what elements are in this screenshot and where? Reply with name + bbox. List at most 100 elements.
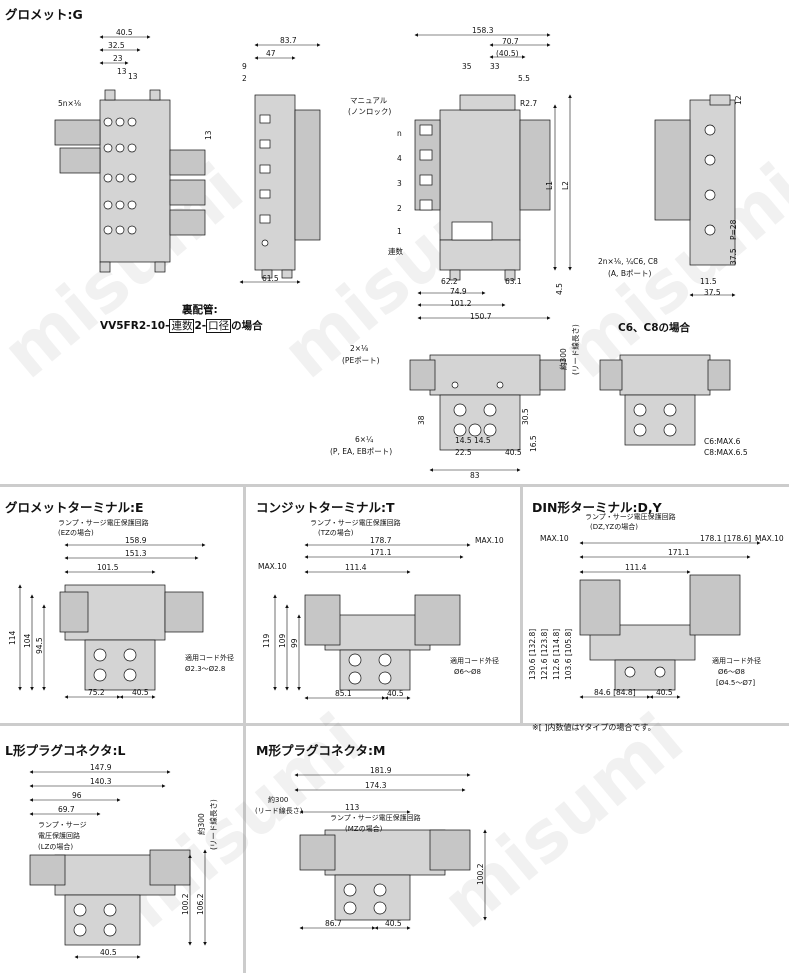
dim-label: 63.1: [505, 277, 522, 286]
surge-label: (TZの場合): [318, 529, 354, 537]
dim-label: 178.7: [370, 536, 392, 545]
dim-label: 181.9: [370, 766, 392, 775]
divider-top: [0, 484, 789, 487]
lead-label: 約300: [559, 348, 568, 370]
dim-label: 104: [23, 633, 32, 648]
dim-label: 37.5: [729, 248, 738, 265]
nonlock-label: (ノンロック): [348, 107, 392, 116]
dim-label: 106.2: [196, 893, 205, 915]
dim-label: MAX.10: [540, 534, 569, 543]
lead-label: 約300: [197, 813, 206, 835]
dim-label: 12: [734, 95, 743, 105]
dim-label: 47: [266, 49, 276, 58]
model-box-stations: 連数: [169, 319, 195, 333]
dim-label: 40.5: [387, 689, 404, 698]
manual-label: マニュアル: [350, 96, 388, 105]
dim-label: 14.5: [474, 436, 491, 445]
dim-label: 13: [128, 72, 138, 81]
dim-label: 40.5: [656, 688, 673, 697]
dim-label: 13: [204, 130, 213, 140]
dim-label: 2: [242, 74, 247, 83]
surge-label: 電圧保護回路: [38, 832, 80, 840]
din-view: [579, 574, 741, 691]
dim-label: 14.5: [455, 436, 472, 445]
surge-label: (LZの場合): [38, 843, 74, 851]
dim-label: 101.5: [97, 563, 119, 572]
dim-label: 38: [417, 415, 426, 425]
dim-label: 109: [278, 633, 287, 648]
dim-label: C6:MAX.6: [704, 437, 741, 446]
model-box-port: 口径: [206, 319, 232, 333]
dim-label: 69.7: [58, 805, 75, 814]
dim-label: 75.2: [88, 688, 105, 697]
model-prefix: VV5FR2-10-: [100, 320, 170, 332]
stations-label: 連数: [388, 247, 403, 256]
dim-label: P=28: [729, 219, 738, 240]
dim-label: 5.5: [518, 74, 530, 83]
divider-v2: [520, 484, 523, 726]
dim-label: 4.5: [555, 283, 564, 295]
dim-label: (40.5): [496, 49, 519, 58]
dim-label: R2.7: [520, 99, 538, 108]
dim-label: 151.3: [125, 549, 147, 558]
dim-label: L2: [561, 181, 570, 190]
dim-label: 16.5: [529, 435, 538, 452]
section-title-m-plug: M形プラグコネクタ:M: [256, 743, 386, 758]
dim-label: 121.6 [123.8]: [540, 628, 549, 680]
cord-label: [Ø4.5〜Ø7]: [716, 679, 756, 687]
dim-label: 83: [470, 471, 480, 480]
dim-label: 171.1: [668, 548, 690, 557]
dim-label: 178.1 [178.6]: [700, 534, 752, 543]
dim-label: 86.7: [325, 919, 342, 928]
dim-label: 130.6 [132.8]: [528, 628, 537, 680]
lead-label: (リード線長さ): [255, 807, 303, 815]
rear-piping-view: [409, 354, 566, 451]
divider-v3: [243, 723, 246, 973]
cord-label: Ø6〜Ø8: [718, 668, 745, 676]
section-title-grommet-terminal-e: グロメットターミナル:E: [5, 500, 144, 515]
dim-label: 40.5: [116, 28, 133, 37]
section-title-l-plug: L形プラグコネクタ:L: [5, 743, 126, 758]
t-view: [304, 594, 461, 691]
dim-label: 40.5: [100, 948, 117, 957]
dim-label: MAX.10: [755, 534, 784, 543]
station-label: 1: [397, 227, 402, 236]
section-title-din-terminal: DIN形ターミナル:D,Y: [532, 500, 662, 515]
model-mid: 2-: [194, 320, 207, 332]
dim-label: 74.9: [450, 287, 467, 296]
dim-label: 103.6 [105.8]: [564, 628, 573, 680]
divider-v1: [243, 484, 246, 726]
dim-label: 22.5: [455, 448, 472, 457]
lead-label: (リード線長さ): [571, 324, 580, 375]
rear-piping-title: 裏配管:: [182, 304, 218, 316]
dim-label: 9: [242, 62, 247, 71]
dim-label: 147.9: [90, 763, 112, 772]
dim-label: MAX.10: [258, 562, 287, 571]
surge-label: ランプ・サージ電圧保護回路: [310, 519, 401, 527]
l-view: [29, 849, 191, 946]
port-label: 2n×⅛, ¼C6, C8: [598, 257, 658, 266]
dim-label: 94.5: [35, 637, 44, 654]
dim-label: 171.1: [370, 548, 392, 557]
surge-label: (DZ,YZの場合): [590, 523, 638, 531]
section-title-grommet-g: グロメット:G: [5, 7, 83, 22]
cord-label: 適用コード外径: [450, 657, 499, 665]
c6c8-view: [599, 354, 731, 446]
lead-label: (リード線長さ): [209, 799, 218, 850]
surge-label: ランプ・サージ電圧保護回路: [330, 814, 421, 822]
dim-label: 32.5: [108, 41, 125, 50]
port-label: 5n×⅛: [58, 99, 82, 108]
dim-label: 158.9: [125, 536, 147, 545]
port-label: 6×¼: [355, 435, 374, 444]
dim-label: 61.5: [262, 274, 279, 283]
dim-label: 85.1: [335, 689, 352, 698]
g-top-view: [54, 89, 206, 273]
dim-label: 111.4: [345, 563, 367, 572]
dim-label: 150.7: [470, 312, 492, 321]
surge-label: (EZの場合): [58, 529, 94, 537]
dimension-lines: [18, 33, 761, 959]
dim-label: L1: [545, 181, 554, 190]
dim-label: 112.6 [114.8]: [552, 628, 561, 680]
surge-label: ランプ・サージ電圧保護回路: [585, 513, 676, 521]
